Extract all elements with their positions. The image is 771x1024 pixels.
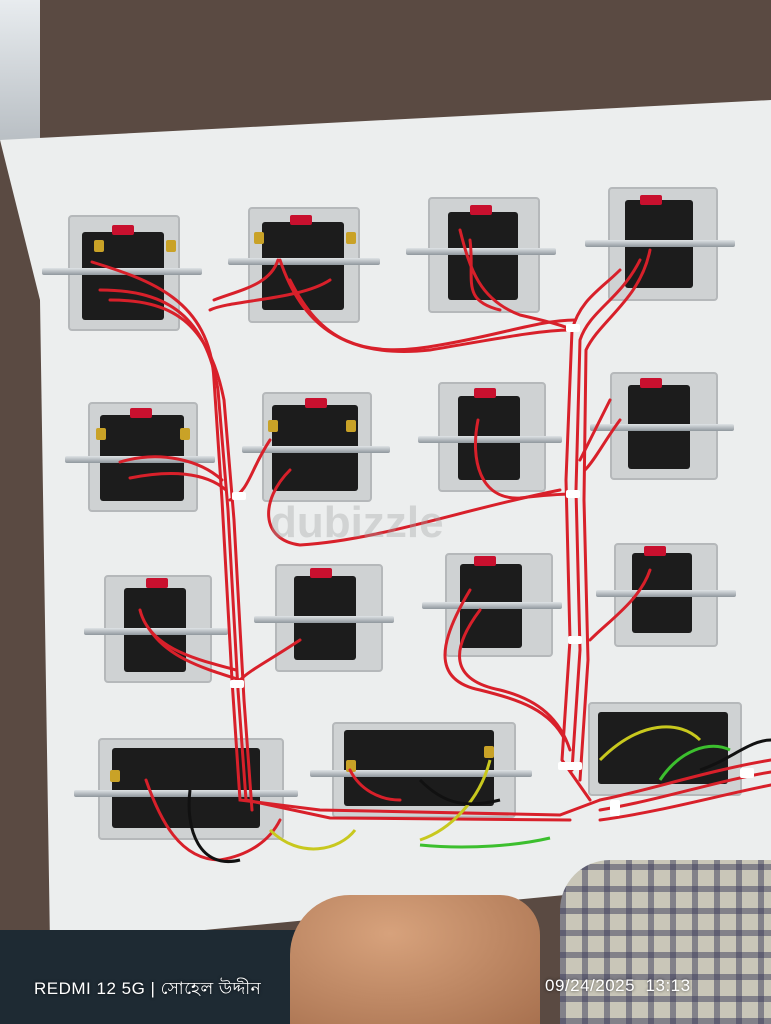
brass-terminal [346, 232, 356, 244]
pilot-light [310, 568, 332, 578]
mounting-bracket [310, 770, 532, 777]
socket-face [448, 212, 518, 300]
person-shirt [560, 860, 771, 1024]
mounting-bracket [242, 446, 390, 453]
socket-face [344, 730, 494, 806]
pilot-light [474, 556, 496, 566]
brass-terminal [484, 746, 494, 758]
brass-terminal [96, 428, 106, 440]
pilot-light [640, 378, 662, 388]
brass-terminal [110, 770, 120, 782]
brass-terminal [346, 420, 356, 432]
brass-terminal [166, 240, 176, 252]
mounting-bracket [65, 456, 215, 463]
pilot-light [470, 205, 492, 215]
foreground-bag [0, 930, 340, 1024]
pilot-light [290, 215, 312, 225]
pilot-light [305, 398, 327, 408]
pilot-light [146, 578, 168, 588]
brass-terminal [254, 232, 264, 244]
mounting-bracket [590, 424, 734, 431]
brass-terminal [94, 240, 104, 252]
mounting-bracket [422, 602, 562, 609]
watermark: dubizzle [270, 498, 444, 547]
mounting-bracket [84, 628, 228, 635]
photo-timestamp: 09/24/2025 13:13 [545, 976, 691, 995]
pilot-light [474, 388, 496, 398]
brass-terminal [268, 420, 278, 432]
person-hand [290, 895, 540, 1024]
brass-terminal [180, 428, 190, 440]
pilot-light [130, 408, 152, 418]
camera-label: REDMI 12 5G | সোহেল উদ্দীন [34, 979, 262, 998]
mounting-bracket [406, 248, 556, 255]
mounting-bracket [74, 790, 298, 797]
brass-terminal [346, 760, 356, 772]
pilot-light [112, 225, 134, 235]
mounting-bracket [418, 436, 562, 443]
mounting-bracket [596, 590, 736, 597]
mounting-bracket [585, 240, 735, 247]
pilot-light [644, 546, 666, 556]
socket-face [112, 748, 260, 828]
window-background [0, 0, 40, 140]
mounting-bracket [254, 616, 394, 623]
pilot-light [640, 195, 662, 205]
mounting-bracket [228, 258, 380, 265]
